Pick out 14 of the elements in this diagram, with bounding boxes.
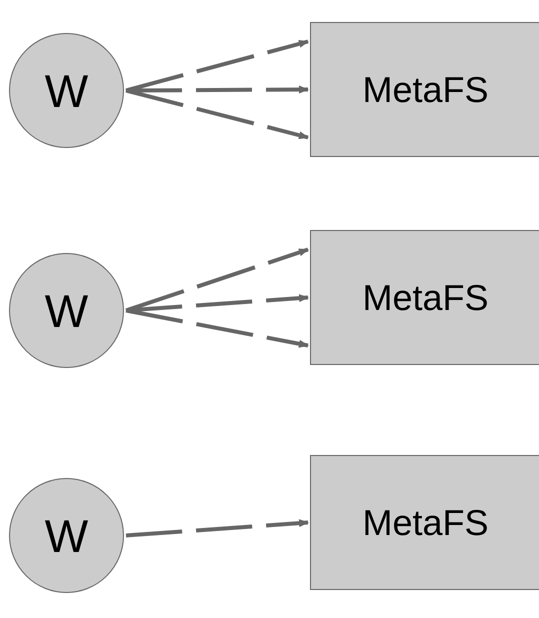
node-label: MetaFS: [362, 276, 489, 318]
dashed-arrow: [125, 40, 309, 92]
dashed-arrow: [126, 88, 309, 140]
process-box: [310, 455, 539, 590]
dashed-arrow: [126, 308, 309, 348]
process-box: [310, 230, 539, 365]
node-label: W: [44, 284, 88, 338]
dashed-arrow: [126, 519, 309, 538]
node-label: MetaFS: [362, 68, 489, 110]
node-label: W: [44, 64, 88, 118]
process-box: [310, 22, 539, 157]
node-label: W: [44, 508, 88, 562]
node-label: MetaFS: [362, 502, 489, 544]
dashed-arrow: [125, 248, 309, 312]
